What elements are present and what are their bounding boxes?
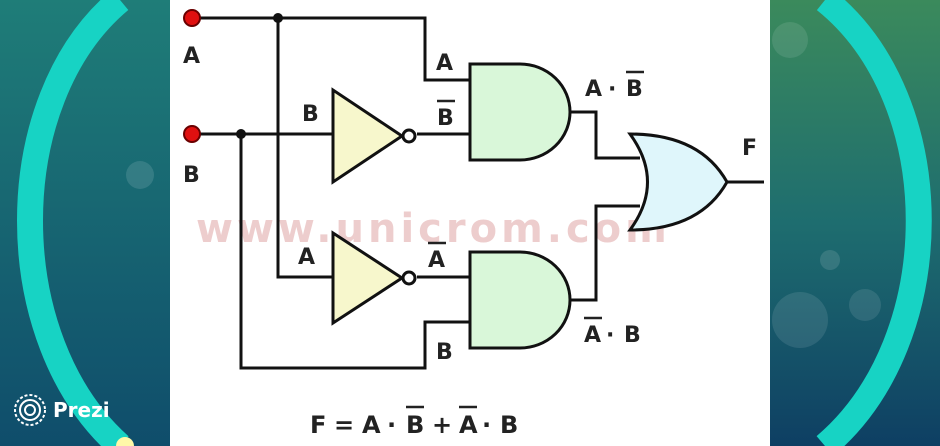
boolean-equation: F = A · B + A · B [310, 405, 518, 439]
input-node-a [183, 9, 201, 27]
frame-ring-right [816, 0, 932, 446]
output-label-f: F [742, 136, 757, 161]
and-gate-2 [468, 250, 572, 350]
and1-output-b: B [626, 77, 643, 102]
junction-dot-b [236, 129, 246, 139]
input-label-a: A [183, 44, 200, 69]
input-node-b [183, 125, 201, 143]
and1-output-a: A [585, 77, 602, 102]
junction-dot-a [273, 13, 283, 23]
and1-output-dot: · [608, 77, 616, 102]
wire-label-and1-a: A [436, 51, 453, 76]
input-label-b: B [183, 163, 200, 188]
equation-term1-b: B [406, 411, 424, 439]
wire-label-not2-a: A [298, 245, 315, 270]
not-gate-a [331, 230, 417, 326]
wire-label-and1-bbar: B [437, 106, 454, 131]
equation-term1-a: A [362, 411, 381, 439]
equation-term2-b: B [500, 411, 518, 439]
not-gate-b [331, 87, 417, 185]
and2-output-a: A [584, 323, 601, 348]
equation-lhs: F [310, 411, 326, 439]
prezi-logo-text: Prezi [53, 398, 110, 422]
and-gate-1 [468, 62, 572, 162]
equation-term1-dot: · [387, 411, 396, 439]
wires [192, 16, 764, 370]
equation-term2-a: A [459, 411, 478, 439]
frame-ring-left [17, 0, 129, 446]
and2-output-b: B [624, 323, 641, 348]
equation-plus: + [432, 411, 452, 439]
wire-label-not1-b: B [302, 102, 319, 127]
wire-label-and2-abar: A [428, 248, 445, 273]
and2-output-dot: · [606, 323, 614, 348]
equation-equals: = [334, 411, 354, 439]
prezi-logo-icon [14, 394, 46, 426]
wire-label-and2-b: B [436, 340, 453, 365]
or-gate [627, 132, 729, 232]
prezi-logo[interactable]: Prezi [13, 392, 110, 428]
equation-term2-dot: · [482, 411, 491, 439]
watermark: www.unicrom.com [196, 206, 671, 252]
